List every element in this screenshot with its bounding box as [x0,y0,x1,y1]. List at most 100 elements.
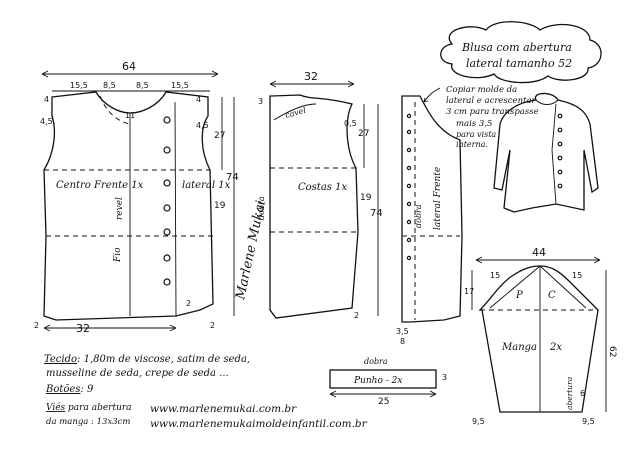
lateral-buttonholes [406,113,412,261]
tecido-line-2: musseline de seda, crepe de seda ... [46,368,229,379]
note-line-4: mais 3,5 [456,119,492,129]
front-width-label: 64 [122,60,136,73]
sleeve-cap-height: 17 [464,287,474,296]
front-armhole-right: 4,5 [196,121,209,130]
back-hem-corner: 2 [354,311,359,320]
botoes-label: Botões [45,384,80,395]
front-hem-corner-right: 2 [210,321,215,330]
front-armhole-depth: 27 [214,131,225,141]
front-drop-left: 4 [44,95,49,104]
title-cloud: Blusa com abertura lateral tamanho 52 [440,21,602,84]
vies-line-2: da manga : 13x3cm [46,417,130,427]
buttonhole-mark [406,201,412,207]
front-buttons [163,116,171,286]
sleeve-hem-left: 9,5 [472,417,485,426]
materials-notes: Tecido: 1,80m de viscose, satim de seda,… [44,354,368,430]
title-line-1: Blusa com abertura [461,41,572,54]
front-lateral-label: lateral 1x [182,180,231,191]
button-mark [557,141,563,147]
note-line-2: lateral e acrescentar [446,96,537,106]
back-armhole-off: 0,5 [344,119,357,128]
cuff-fold-label: dobra [364,357,388,366]
front-pattern-piece: 64 15,5 8,5 8,5 15,5 11 4 4 4,5 4,5 27 7… [34,60,239,335]
front-centre-label: Centro Frente 1x [56,180,144,191]
vies-line: Viés para abertura [46,402,132,413]
front-neck-right: 8,5 [136,81,149,90]
buttonhole-mark [406,255,412,261]
front-revel-label: revel [115,197,125,220]
sleeve-hem-right: 9,5 [582,417,595,426]
sleeve-slit-label: abertura [565,377,574,410]
back-width-label: 32 [304,70,318,83]
note-line-1: Copiar molde da [446,85,517,95]
cuff-height: 3 [442,373,447,382]
front-hem-side-mark: 2 [186,299,191,308]
back-label: Costas 1x [298,182,347,193]
sleeve-label: Manga [501,342,537,353]
sleeve-cap-left: 15 [490,271,500,280]
back-pattern-piece: 32 cavel 3 0,5 27 74 19 2 Costas 1x dobr… [257,70,383,320]
buttonhole-mark [406,113,412,119]
button-mark [163,278,171,286]
back-cavel-label: cavel [284,106,307,120]
note-line-5: para vista [456,130,496,139]
lateral-front-label: lateral Frente [433,167,443,230]
sleeve-slit: 6 [580,389,585,398]
buttonhole-mark [406,147,412,153]
sleeve-c-label: C [548,290,556,301]
button-mark [557,169,563,175]
botoes-line: Botões: 9 [45,384,94,395]
botoes-value: : 9 [80,384,94,395]
lateral-corner-b: 8 [400,337,405,346]
back-drop: 3 [258,97,263,106]
button-mark [163,146,171,154]
back-armhole-depth: 27 [358,129,369,139]
back-length: 74 [370,208,383,219]
button-mark [557,127,563,133]
front-armhole-left: 4,5 [40,117,53,126]
button-mark [163,228,171,236]
button-mark [163,116,171,124]
button-mark [163,179,171,187]
buttonhole-mark [406,219,412,225]
button-mark [557,183,563,189]
front-side-mark: 19 [214,201,226,211]
cuff-width: 25 [378,397,389,407]
sleeve-length: 62 [607,346,617,357]
cuff-label: Punho - 2x [353,376,402,386]
note-line-3: 3 cm para transpasse [446,107,539,117]
front-length: 74 [226,172,239,183]
lateral-corner-a: 3,5 [396,327,409,336]
sketch-buttons [557,113,563,189]
button-mark [163,204,171,212]
vies-text: para abertura [68,403,132,413]
sleeve-pattern-piece: 44 15 15 17 P C Manga 2x 62 abertura 6 9… [464,246,617,426]
transpasse-note: Copiar molde da lateral e acrescentar 3 … [446,85,539,149]
website-url-2: www.marlenemukaimoldeinfantil.com.br [150,418,368,430]
tecido-label: Tecido [44,354,77,365]
front-hem-width: 32 [76,322,90,335]
sleeve-width: 44 [532,246,546,259]
tecido-line: Tecido: 1,80m de viscose, satim de seda, [44,354,250,365]
signature-text: Marlene Mukai [233,199,269,302]
signature: Marlene Mukai [233,199,269,302]
sleeve-p-label: P [515,290,523,301]
tecido-text: : 1,80m de viscose, satim de seda, [77,354,250,365]
sleeve-count: 2x [549,342,562,353]
buttonhole-mark [406,237,412,243]
buttonhole-mark [406,165,412,171]
front-neck-depth: 11 [125,111,135,120]
front-neck-left: 8,5 [103,81,116,90]
button-mark [557,113,563,119]
back-side-mark: 19 [360,193,372,203]
button-mark [163,254,171,262]
note-line-6: interna. [456,140,488,149]
website-url-1: www.marlenemukai.com.br [150,403,297,415]
button-mark [557,155,563,161]
front-fio-label: Fio [113,247,123,263]
cuff-pattern-piece: dobra Punho - 2x 3 25 [329,357,447,407]
blouse-sketch [493,92,599,213]
front-drop-right: 4 [196,95,201,104]
buttonhole-mark [406,183,412,189]
